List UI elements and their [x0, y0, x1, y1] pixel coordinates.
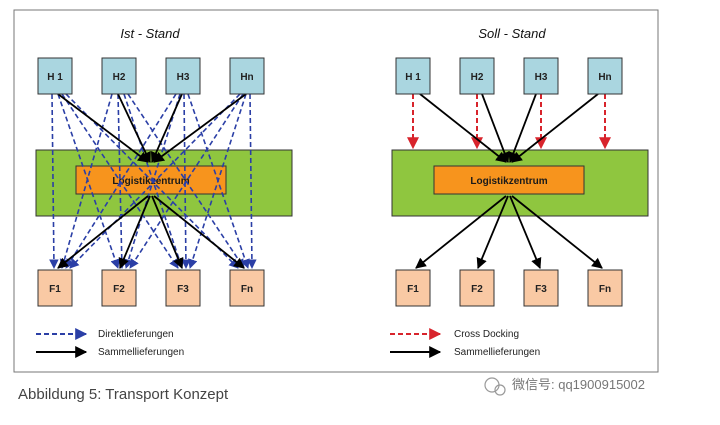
wechat-icon — [484, 377, 500, 393]
legend-collect-label: Sammellieferungen — [454, 347, 540, 358]
legend-crossdock-label: Cross Docking — [454, 329, 519, 340]
panel-title: Soll - Stand — [478, 26, 546, 41]
svg-text:H2: H2 — [113, 72, 126, 83]
svg-text:F3: F3 — [535, 284, 547, 295]
svg-text:H 1: H 1 — [405, 72, 421, 83]
watermark-text: 微信号: qq1900915002 — [512, 377, 645, 392]
h-node: H2 — [101, 57, 137, 95]
legend-collect-label: Sammellieferungen — [98, 347, 184, 358]
legend-direct-label: Direktlieferungen — [98, 329, 174, 340]
collection-lines — [415, 93, 603, 269]
legend: Cross Docking Sammellieferungen — [390, 328, 540, 358]
f-node: F3 — [523, 269, 559, 307]
h-node: H3 — [523, 57, 559, 95]
panel-soll-stand: Soll - Stand Logistikzentrum H 1 — [390, 26, 649, 358]
direct-delivery-lines — [49, 93, 257, 269]
svg-text:F2: F2 — [113, 284, 125, 295]
logistics-center-label: Logistikzentrum — [470, 176, 547, 187]
h-node: H 1 — [37, 57, 73, 95]
logistics-center-label: Logistikzentrum — [112, 176, 189, 187]
h-node: Hn — [229, 57, 265, 95]
f-node: F2 — [101, 269, 137, 307]
svg-text:F3: F3 — [177, 284, 189, 295]
svg-text:H 1: H 1 — [47, 72, 63, 83]
f-node: F2 — [459, 269, 495, 307]
panel-title: Ist - Stand — [120, 26, 180, 41]
h-node: H2 — [459, 57, 495, 95]
f-node: F3 — [165, 269, 201, 307]
svg-text:Fn: Fn — [599, 284, 611, 295]
collection-lines — [57, 93, 247, 269]
f-node: Fn — [229, 269, 265, 307]
f-node: F1 — [395, 269, 431, 307]
svg-text:F2: F2 — [471, 284, 483, 295]
legend: Direktlieferungen Sammellieferungen — [36, 328, 184, 358]
svg-text:F1: F1 — [407, 284, 419, 295]
svg-text:Fn: Fn — [241, 284, 253, 295]
logistics-center-box — [433, 165, 585, 195]
svg-text:H3: H3 — [535, 72, 548, 83]
svg-text:H2: H2 — [471, 72, 484, 83]
svg-text:H3: H3 — [177, 72, 190, 83]
h-node: H3 — [165, 57, 201, 95]
f-node: F1 — [37, 269, 73, 307]
panel-ist-stand: Ist - Stand Logistikzentrum — [35, 26, 293, 358]
svg-text:F1: F1 — [49, 284, 61, 295]
f-node: Fn — [587, 269, 623, 307]
svg-text:Hn: Hn — [598, 72, 611, 83]
h-node: H 1 — [395, 57, 431, 95]
watermark: 微信号: qq1900915002 — [484, 377, 645, 396]
h-node: Hn — [587, 57, 623, 95]
svg-text:Hn: Hn — [240, 72, 253, 83]
figure-caption: Abbildung 5: Transport Konzept — [18, 386, 229, 403]
